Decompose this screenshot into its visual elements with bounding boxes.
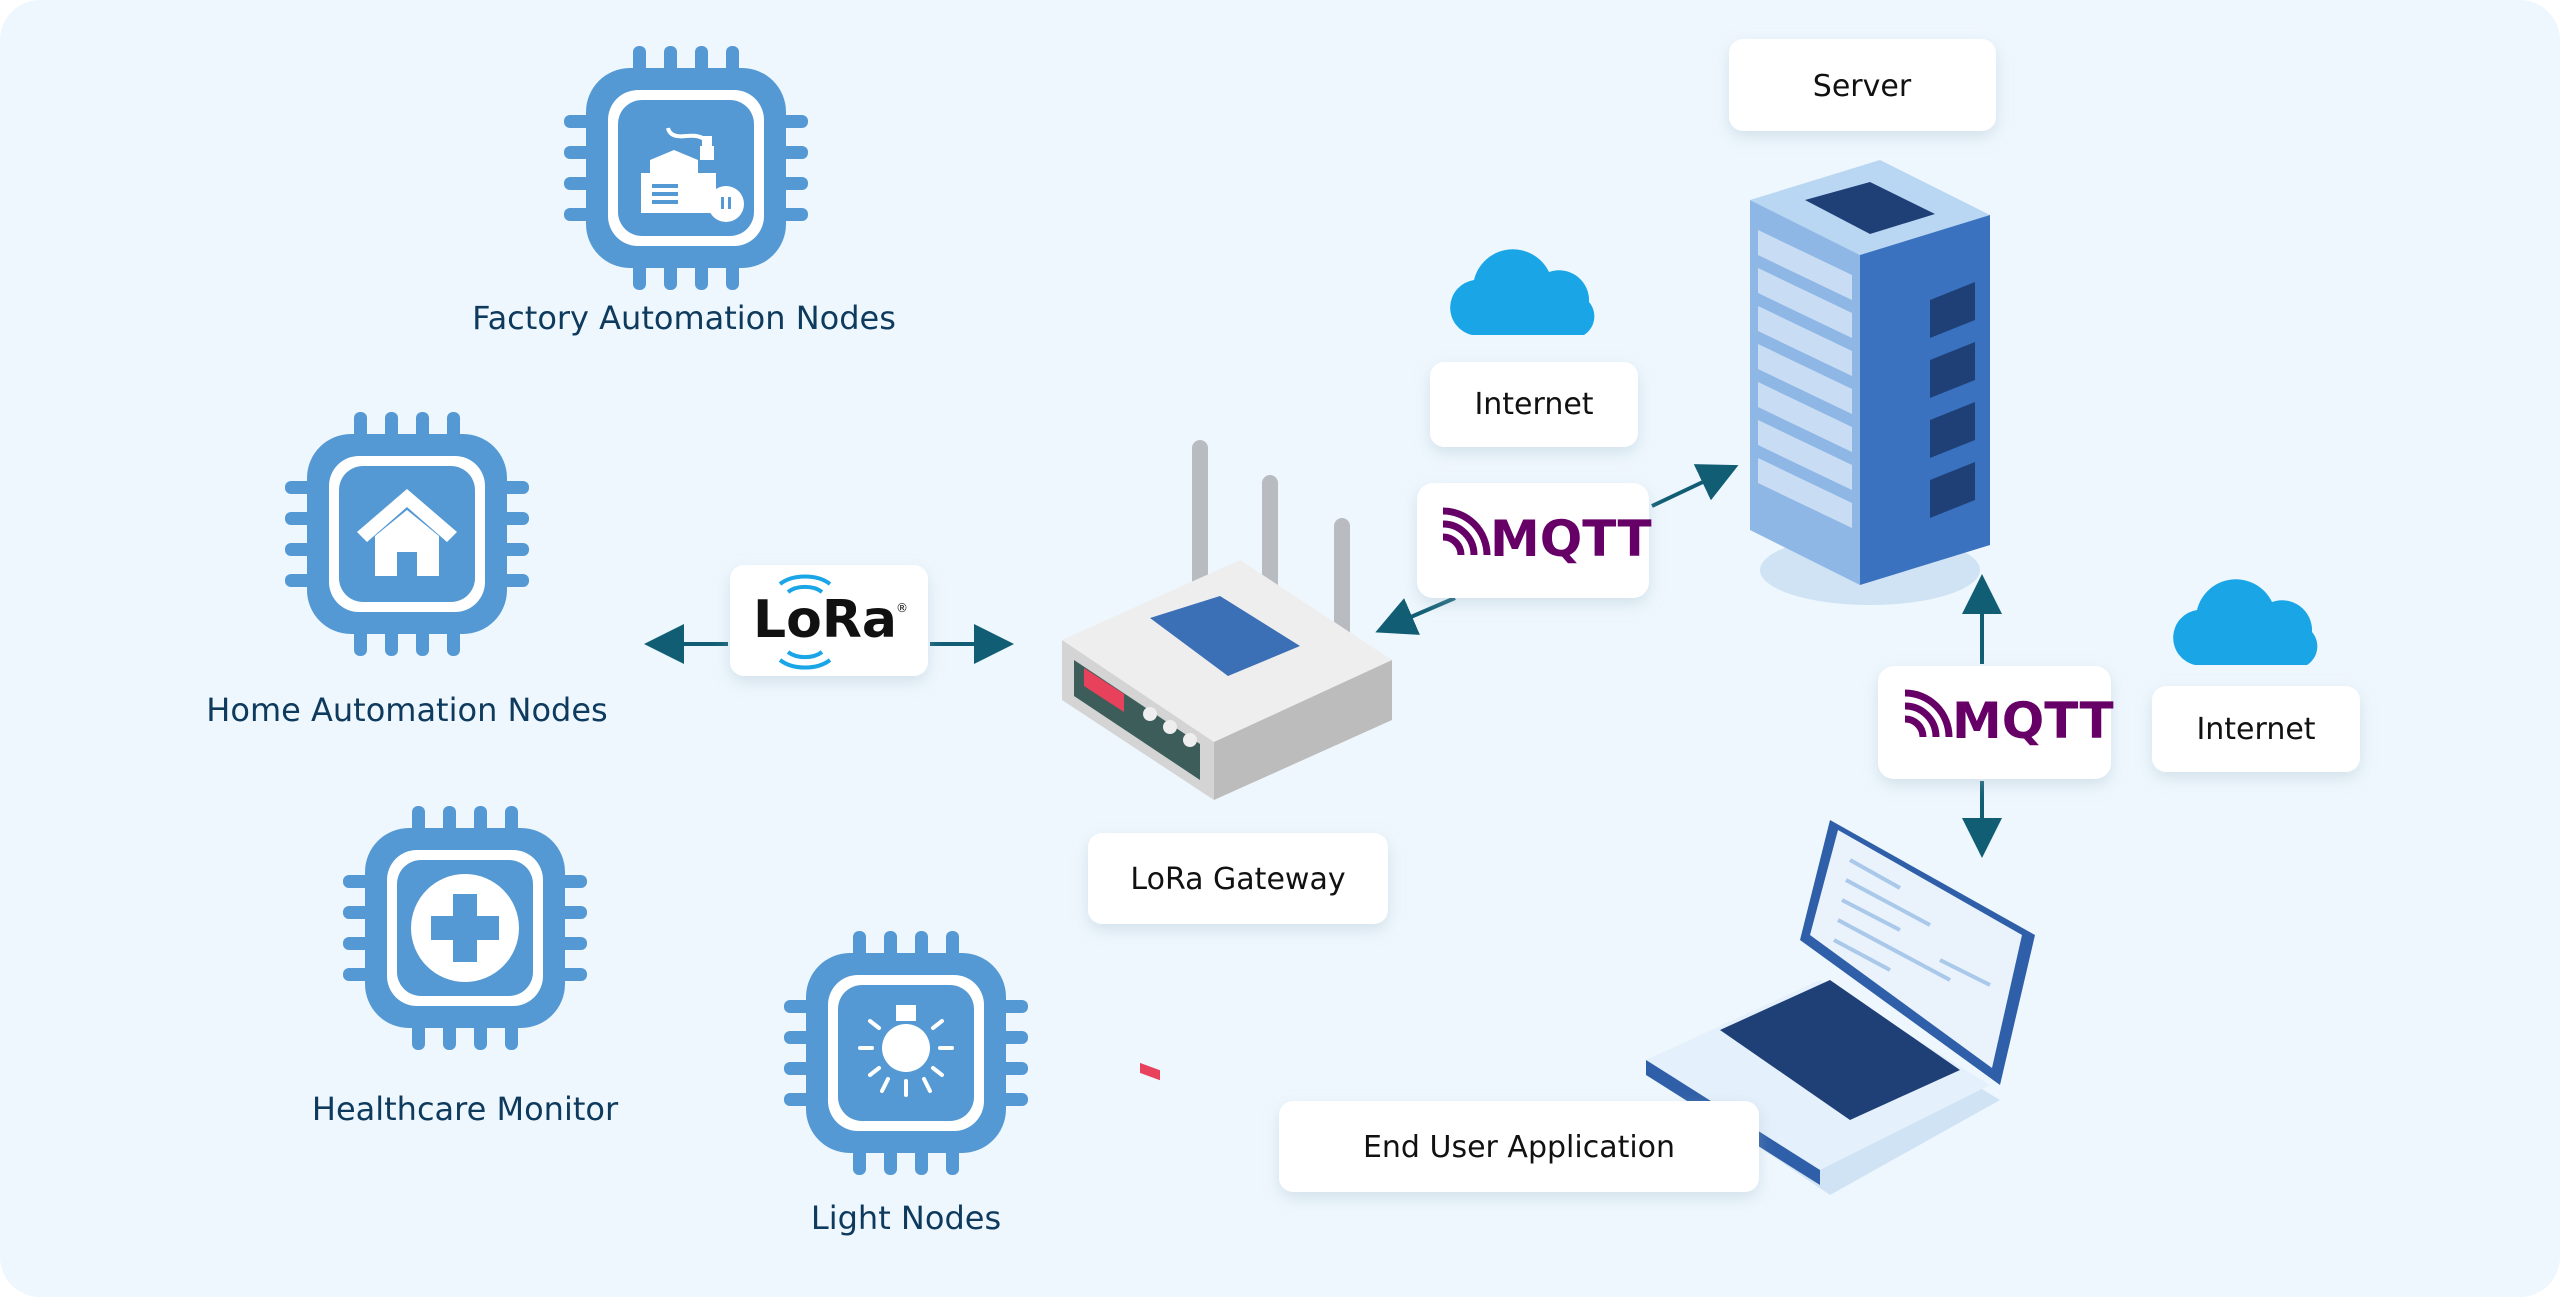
server-label: Server	[1813, 69, 1912, 104]
lora-logo-box: LoRa ®	[730, 565, 928, 676]
home-node-label: Home Automation Nodes	[206, 691, 607, 729]
lora-logo-text: LoRa	[753, 590, 897, 650]
mqtt-signal-icon	[1904, 689, 1953, 738]
internet-label: Internet	[1474, 387, 1593, 422]
factory-automation-node: Factory Automation Nodes	[472, 46, 896, 337]
gateway-label: LoRa Gateway	[1130, 862, 1345, 897]
healthcare-node-label: Healthcare Monitor	[312, 1090, 619, 1128]
healthcare-monitor-node: Healthcare Monitor	[312, 806, 619, 1128]
lora-wave-icon	[778, 574, 832, 670]
registered-mark: ®	[896, 601, 908, 615]
internet-box-1: Internet	[1430, 362, 1638, 447]
chip-icon	[285, 412, 529, 656]
gateway-label-box: LoRa Gateway	[1088, 833, 1388, 924]
mqtt-signal-icon	[1442, 507, 1491, 556]
mqtt-box-2: MQTT	[1878, 666, 2114, 779]
house-icon	[357, 489, 457, 576]
factory-icon	[641, 127, 744, 222]
server-label-box: Server	[1729, 39, 1996, 131]
medical-cross-icon	[411, 874, 519, 982]
mqtt-box-1: MQTT	[1417, 483, 1652, 598]
home-automation-node: Home Automation Nodes	[206, 412, 608, 729]
chip-icon	[343, 806, 587, 1050]
arrow-to-gateway-from-mqtt	[1375, 596, 1456, 635]
router-icon	[1062, 440, 1392, 1081]
server-rack-icon	[1750, 160, 1990, 605]
internet-box-2: Internet	[2152, 686, 2360, 772]
chip-icon	[784, 931, 1028, 1175]
arrow-to-server	[1651, 464, 1739, 508]
end-user-label: End User Application	[1363, 1130, 1675, 1165]
internet-label: Internet	[2196, 712, 2315, 747]
mqtt-logo-text: MQTT	[1952, 692, 2114, 750]
factory-node-label: Factory Automation Nodes	[472, 299, 896, 337]
light-node-label: Light Nodes	[811, 1199, 1001, 1237]
light-bulb-icon	[858, 1005, 954, 1097]
end-user-label-box: End User Application	[1279, 1101, 1759, 1192]
mqtt-logo-text: MQTT	[1490, 510, 1652, 568]
chip-icon	[564, 46, 808, 290]
light-node: Light Nodes	[784, 931, 1028, 1237]
